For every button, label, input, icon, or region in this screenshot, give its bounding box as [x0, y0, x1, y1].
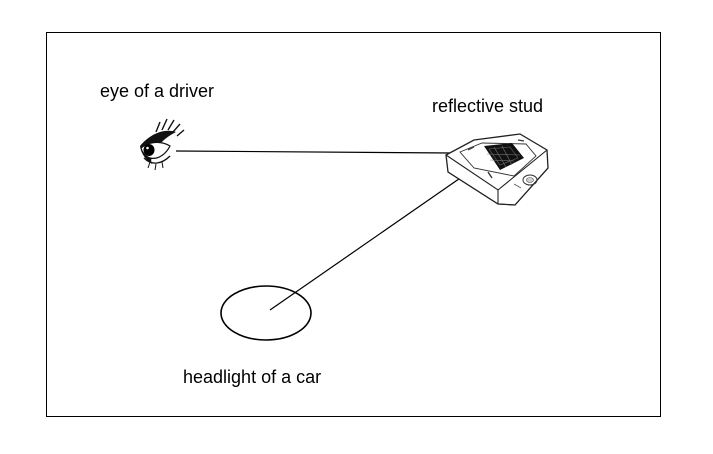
reflective-stud-icon — [445, 133, 549, 206]
headlight-oval — [220, 285, 312, 341]
reflective-stud-label: reflective stud — [432, 96, 544, 116]
eye-label: eye of a driver — [100, 81, 215, 101]
light-ray-from-headlight — [269, 155, 493, 311]
diagram-frame — [46, 32, 661, 417]
light-ray-to-eye — [175, 150, 453, 154]
eye-icon — [140, 118, 185, 171]
headlight-label: headlight of a car — [183, 367, 322, 387]
